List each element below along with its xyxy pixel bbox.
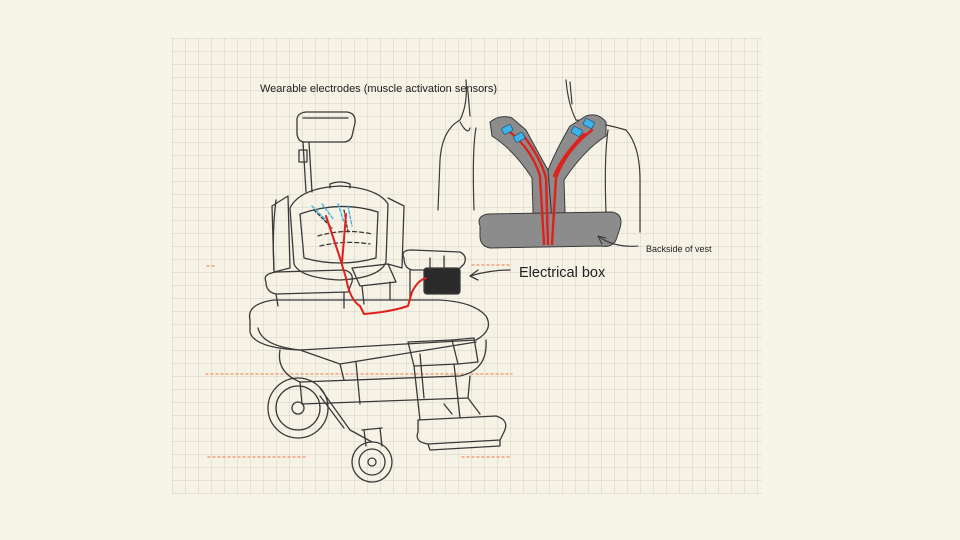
headrest [297, 112, 355, 142]
left-armrest [265, 270, 352, 294]
vest-back-label: Backside of vest [646, 244, 712, 254]
electrical-box [424, 268, 460, 294]
vest [479, 115, 621, 248]
electrical-box-label: Electrical box [519, 265, 605, 281]
rear-wheel [268, 378, 328, 438]
wheelchair [250, 112, 506, 482]
front-caster [352, 442, 392, 482]
box-arrow [470, 270, 510, 280]
vest-belt [479, 212, 621, 248]
electrodes-label: Wearable electrodes (muscle activation s… [260, 83, 497, 95]
foot-plate [417, 416, 506, 444]
right-armrest [403, 250, 465, 270]
chair-wiring [326, 214, 426, 314]
